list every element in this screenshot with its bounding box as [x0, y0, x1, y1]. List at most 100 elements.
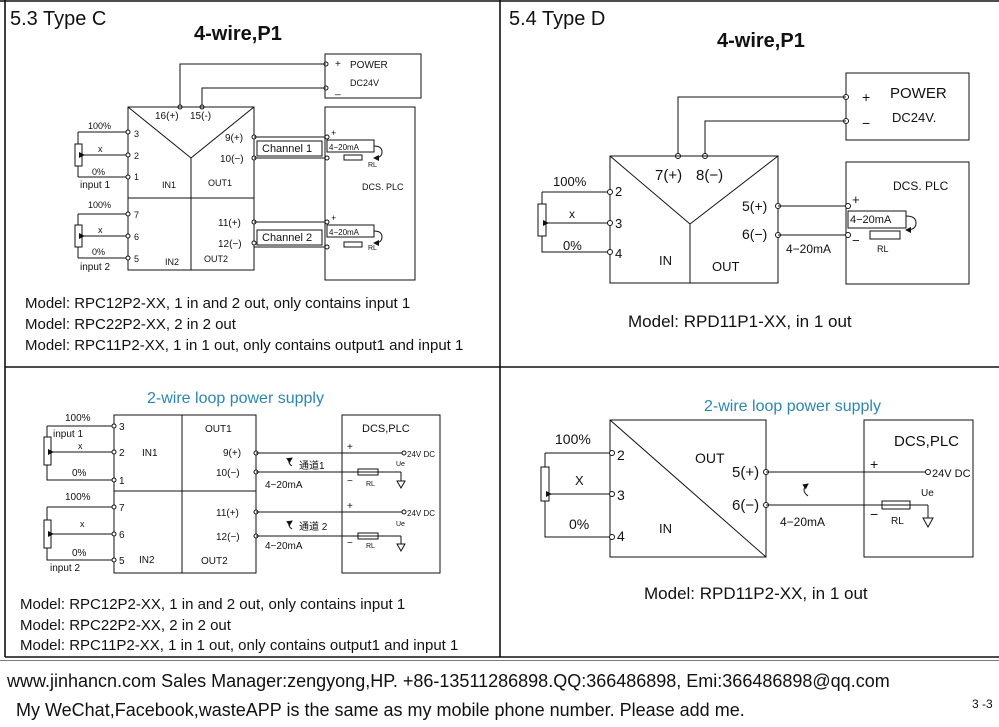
ma-label-d: 4−20mA — [786, 242, 831, 256]
dc24v-label-d: DC24V. — [892, 110, 936, 125]
pin-8-d: 8(−) — [696, 167, 723, 184]
24v-d2: 24V DC — [932, 468, 971, 480]
input-100-d: 100% — [553, 174, 587, 189]
input1-x: x — [98, 144, 103, 154]
in-label-d2: IN — [659, 521, 672, 536]
ma-box-d: 4−20mA — [850, 214, 892, 226]
page-number: 3 -3 — [972, 697, 993, 711]
pin-5-d2: 5(+) — [732, 464, 759, 481]
power-plus: + — [335, 59, 341, 70]
pin-5: 5 — [134, 254, 139, 264]
dcs-plc-label-2: DCS,PLC — [362, 423, 410, 435]
type-d-2wire-title: 2-wire loop power supply — [704, 398, 881, 415]
rl-b: RL — [366, 543, 375, 550]
input2-label: input 2 — [80, 262, 110, 273]
input2-100: 100% — [88, 200, 111, 210]
type-d-model-1: Model: RPD11P1-XX, in 1 out — [628, 312, 852, 331]
channel-2-cn: 通道 2 — [299, 520, 328, 533]
d2-minus: − — [870, 506, 878, 522]
plus-1: + — [331, 128, 336, 138]
rl-d: RL — [877, 244, 889, 254]
power-label: POWER — [350, 60, 388, 71]
out2-label-2: OUT2 — [201, 556, 228, 567]
input-100-d2: 100% — [555, 431, 591, 447]
ue-1: Ue — [396, 461, 405, 468]
ch1-plus: + — [347, 442, 353, 453]
d2-plus: + — [870, 456, 878, 472]
pin-9-2: 9(+) — [223, 448, 241, 459]
d1-plus: + — [852, 192, 860, 207]
rl-a: RL — [366, 481, 375, 488]
in-label-d: IN — [659, 253, 672, 268]
footer-contact: www.jinhancn.com Sales Manager:zengyong,… — [7, 671, 890, 691]
dcs-plc-label-d: DCS. PLC — [893, 179, 949, 193]
input2-100-2: 100% — [65, 492, 91, 503]
pin-11: 11(+) — [218, 218, 241, 229]
type-c-model-5: Model: RPC22P2-XX, 2 in 2 out — [20, 617, 232, 634]
out2-label: OUT2 — [204, 254, 228, 264]
pin-12-2: 12(−) — [216, 532, 240, 543]
ue-2: Ue — [396, 521, 405, 528]
pin-2-2: 2 — [119, 448, 125, 459]
ch2-minus: − — [347, 538, 353, 549]
type-d-4wire-title: 4-wire,P1 — [717, 30, 805, 52]
dcs-plc-label-d2: DCS,PLC — [894, 433, 959, 450]
pin-6: 6 — [134, 232, 139, 242]
pin-1-2: 1 — [119, 476, 125, 487]
dc24v-label: DC24V — [350, 78, 379, 88]
pin-2-d2: 2 — [617, 447, 625, 463]
pin-2-d: 2 — [615, 184, 622, 199]
dcs-plc-box-d2 — [863, 419, 974, 558]
pin-10: 10(−) — [220, 154, 244, 165]
dcs-plc-box — [324, 106, 416, 281]
pin-1: 1 — [134, 172, 139, 182]
type-d-heading: 5.4 Type D — [509, 8, 605, 30]
pin-6-2: 6 — [119, 530, 125, 541]
pin-3-d: 3 — [615, 216, 622, 231]
input-0-d: 0% — [563, 238, 582, 253]
rl-d2: RL — [891, 516, 904, 527]
power-minus: _ — [334, 85, 341, 96]
type-d-4wire-diagram: POWER DC24V. + − 7(+) 8(−) IN OUT 100% x… — [537, 72, 970, 285]
dcs-plc-box-2 — [341, 414, 441, 574]
type-c-model-2: Model: RPC22P2-XX, 2 in 2 out — [25, 316, 237, 333]
footer-wechat: My WeChat,Facebook,wasteAPP is the same … — [16, 700, 745, 720]
rl-2: RL — [368, 245, 377, 252]
footer: www.jinhancn.com Sales Manager:zengyong,… — [0, 660, 999, 727]
type-c-model-4: Model: RPC12P2-XX, 1 in and 2 out, only … — [20, 596, 405, 613]
out-label-d2: OUT — [695, 450, 725, 466]
type-c-4wire-title: 4-wire,P1 — [194, 23, 282, 45]
power-label-d: POWER — [890, 85, 947, 102]
module-box-d — [609, 155, 779, 284]
in2-label: IN2 — [165, 257, 179, 267]
pin-4-d: 4 — [615, 246, 622, 261]
ma-2: 4−20mA — [329, 228, 360, 237]
power-box-d — [845, 72, 970, 141]
pin-3: 3 — [134, 129, 139, 139]
type-c-4wire-diagram: POWER DC24V + _ 16(+) 15(-) 100% x 0% in… — [74, 53, 422, 281]
pin-3-d2: 3 — [617, 487, 625, 503]
d1-minus: − — [852, 233, 860, 248]
pin-12: 12(−) — [218, 239, 242, 250]
pin-16-label: 16(+) — [155, 111, 179, 122]
pin-7: 7 — [134, 210, 139, 220]
ch2-plus: + — [347, 501, 353, 512]
type-d-model-2: Model: RPD11P2-XX, in 1 out — [644, 584, 868, 603]
pin-5-2: 5 — [119, 556, 125, 567]
input2-0: 0% — [92, 247, 105, 257]
pin-2: 2 — [134, 151, 139, 161]
pin-9: 9(+) — [225, 133, 243, 144]
input1-x-2: x — [78, 441, 83, 451]
in2-label-2: IN2 — [139, 555, 155, 566]
pin-5-d: 5(+) — [742, 198, 767, 214]
ma-label-d2: 4−20mA — [780, 515, 825, 529]
pin-4-d2: 4 — [617, 528, 625, 544]
ch1-minus: − — [347, 476, 353, 487]
channel-2-label: Channel 2 — [262, 232, 312, 244]
ue-d2: Ue — [921, 488, 934, 499]
input1-100: 100% — [88, 121, 111, 131]
type-d-2wire-diagram: OUT IN 100% X 0% 2 3 4 5(+) 6(−) 4−20mA … — [540, 419, 974, 558]
page-frame — [0, 0, 999, 658]
module-box-2 — [113, 414, 257, 574]
type-c-2wire-diagram: OUT1 IN1 IN2 OUT2 100% input 1 x 0% 3 2 … — [43, 413, 441, 574]
